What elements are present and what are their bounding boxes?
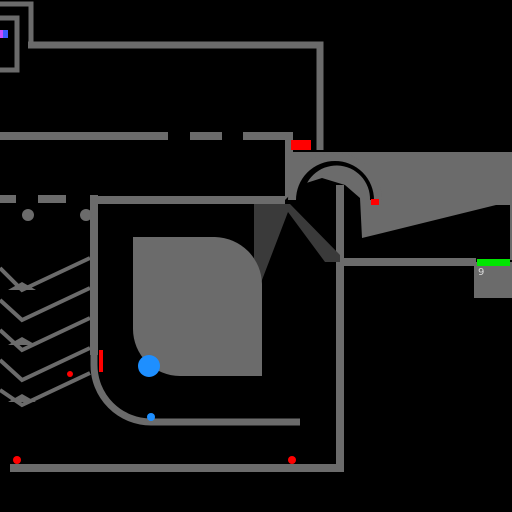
- goal-marker-icon: [477, 259, 510, 266]
- dashed-wall-lower: [0, 195, 66, 203]
- arch-outline: [288, 153, 382, 201]
- hazard-dot-icon: [288, 456, 296, 464]
- lower-curve: [90, 355, 300, 426]
- hazard-dot-icon: [67, 371, 73, 377]
- player-ball-icon[interactable]: [138, 355, 160, 377]
- ledge: [340, 258, 476, 266]
- hazard-marker-arch: [371, 199, 379, 205]
- peg-icon: [80, 209, 92, 221]
- dashed-wall-upper: [0, 132, 293, 152]
- chevron-slats: [0, 256, 91, 408]
- hazard-marker-left: [99, 350, 103, 372]
- arena-walls: [10, 185, 344, 472]
- central-block: [133, 237, 262, 376]
- peg-icon: [22, 209, 34, 221]
- player-ghost-icon: [147, 413, 155, 421]
- top-left-room: [0, 1, 34, 73]
- top-corridor: [28, 41, 324, 150]
- chevron-tips: [8, 282, 36, 402]
- hazard-dot-icon: [13, 456, 21, 464]
- goal-counter: 9: [478, 267, 485, 278]
- hazard-marker-icon: [291, 140, 311, 150]
- right-platform: [285, 152, 512, 298]
- dark-ramp: [254, 204, 340, 300]
- flag-blue-icon: [2, 30, 8, 38]
- flag-magenta-icon: [0, 30, 3, 38]
